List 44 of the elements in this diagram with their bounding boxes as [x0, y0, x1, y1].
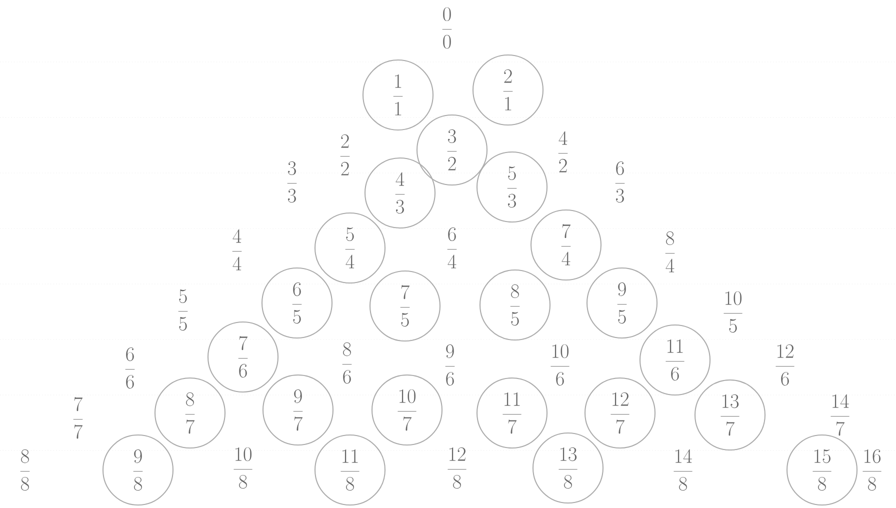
fraction-label: $\frac{6}{3}$	[615, 161, 625, 203]
fraction-label: $\frac{10}{6}$	[550, 344, 570, 386]
circled-fraction: $\frac{9}{7}$	[262, 374, 334, 446]
fraction-label: $\frac{4}{2}$	[558, 131, 568, 172]
circled-fraction: $\frac{7}{4}$	[530, 209, 602, 281]
circled-fraction: $\frac{7}{6}$	[207, 321, 279, 393]
circled-fraction: $\frac{13}{7}$	[694, 379, 766, 451]
fraction-label: $\frac{8}{6}$	[342, 342, 352, 384]
circled-fraction: $\frac{9}{8}$	[102, 434, 174, 506]
fraction-label: $\frac{8}{8}$	[20, 449, 30, 491]
fraction-label: $\frac{0}{0}$	[442, 7, 452, 49]
circled-fraction: $\frac{5}{3}$	[476, 151, 548, 223]
circled-fraction: $\frac{2}{1}$	[472, 54, 544, 126]
circled-fraction: $\frac{1}{1}$	[362, 59, 434, 131]
fraction-label: $\frac{3}{3}$	[287, 161, 297, 203]
fraction-label: $\frac{14}{8}$	[674, 449, 692, 491]
circled-fraction: $\frac{5}{4}$	[314, 212, 386, 284]
circled-fraction: $\frac{11}{8}$	[314, 434, 386, 506]
circled-fraction: $\frac{15}{8}$	[786, 434, 858, 506]
fraction-label: $\frac{10}{8}$	[234, 447, 252, 489]
fraction-label: $\frac{12}{8}$	[448, 447, 466, 489]
circled-fraction: $\frac{10}{7}$	[371, 374, 443, 446]
fraction-label: $\frac{10}{5}$	[724, 291, 742, 333]
fraction-label: $\frac{7}{7}$	[73, 397, 83, 439]
fraction-label: $\frac{12}{6}$	[776, 344, 794, 386]
fraction-label: $\frac{6}{4}$	[447, 227, 457, 268]
fraction-label: $\frac{14}{7}$	[830, 394, 850, 436]
circled-fraction: $\frac{8}{5}$	[479, 269, 551, 341]
circled-fraction: $\frac{3}{2}$	[416, 114, 488, 186]
circled-fraction: $\frac{13}{8}$	[532, 432, 604, 504]
circled-fraction: $\frac{9}{5}$	[586, 267, 658, 339]
fraction-label: $\frac{6}{6}$	[125, 347, 135, 389]
circled-fraction: $\frac{11}{6}$	[639, 324, 711, 396]
fraction-label: $\frac{4}{4}$	[232, 229, 242, 270]
circled-fraction: $\frac{11}{7}$	[476, 377, 548, 449]
fraction-label: $\frac{9}{6}$	[445, 344, 455, 386]
circled-fraction: $\frac{7}{5}$	[369, 270, 441, 342]
circled-fraction: $\frac{4}{3}$	[364, 157, 436, 229]
circled-fraction: $\frac{6}{5}$	[261, 267, 333, 339]
fraction-label: $\frac{8}{4}$	[665, 231, 675, 272]
circled-fraction: $\frac{12}{7}$	[584, 377, 656, 449]
circled-fraction: $\frac{8}{7}$	[154, 377, 226, 449]
fraction-label: $\frac{2}{2}$	[340, 134, 350, 176]
fraction-label: $\frac{5}{5}$	[178, 289, 188, 331]
